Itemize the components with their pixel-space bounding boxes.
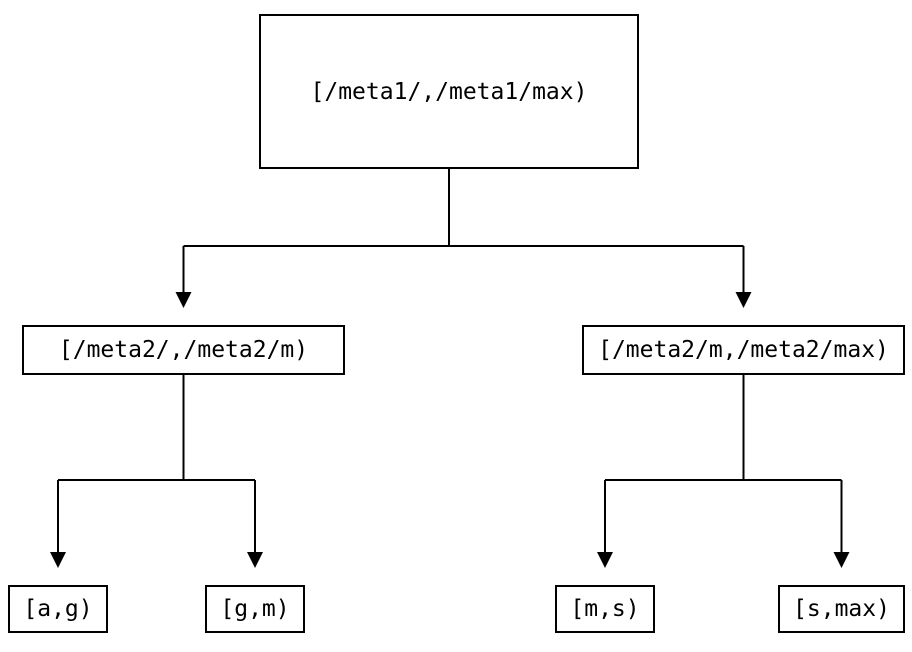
node-leaf-ag-label: [a,g)	[23, 596, 93, 622]
node-root: [/meta1/,/meta1/max)	[259, 14, 639, 169]
node-leaf-gm: [g,m)	[205, 585, 305, 633]
arrow-down-icon	[735, 292, 752, 308]
arrow-down-icon	[247, 552, 263, 568]
node-leaf-ms-label: [m,s)	[570, 596, 640, 622]
node-meta2-right: [/meta2/m,/meta2/max)	[582, 325, 905, 375]
edge-root-children	[182, 169, 745, 292]
arrow-down-icon	[50, 552, 66, 568]
arrow-down-icon	[833, 552, 850, 568]
arrow-down-icon	[175, 292, 192, 308]
node-leaf-smax: [s,max)	[778, 585, 905, 633]
node-leaf-ms: [m,s)	[555, 585, 655, 633]
arrow-down-icon	[597, 552, 613, 568]
node-leaf-ag: [a,g)	[8, 585, 108, 633]
node-leaf-smax-label: [s,max)	[793, 596, 890, 622]
node-meta2-left: [/meta2/,/meta2/m)	[22, 325, 345, 375]
node-leaf-gm-label: [g,m)	[220, 596, 290, 622]
edge-right-children	[604, 375, 843, 552]
node-meta2-left-label: [/meta2/,/meta2/m)	[58, 337, 309, 363]
node-meta2-right-label: [/meta2/m,/meta2/max)	[598, 337, 889, 363]
node-root-label: [/meta1/,/meta1/max)	[310, 78, 588, 105]
edge-left-children	[57, 375, 256, 552]
